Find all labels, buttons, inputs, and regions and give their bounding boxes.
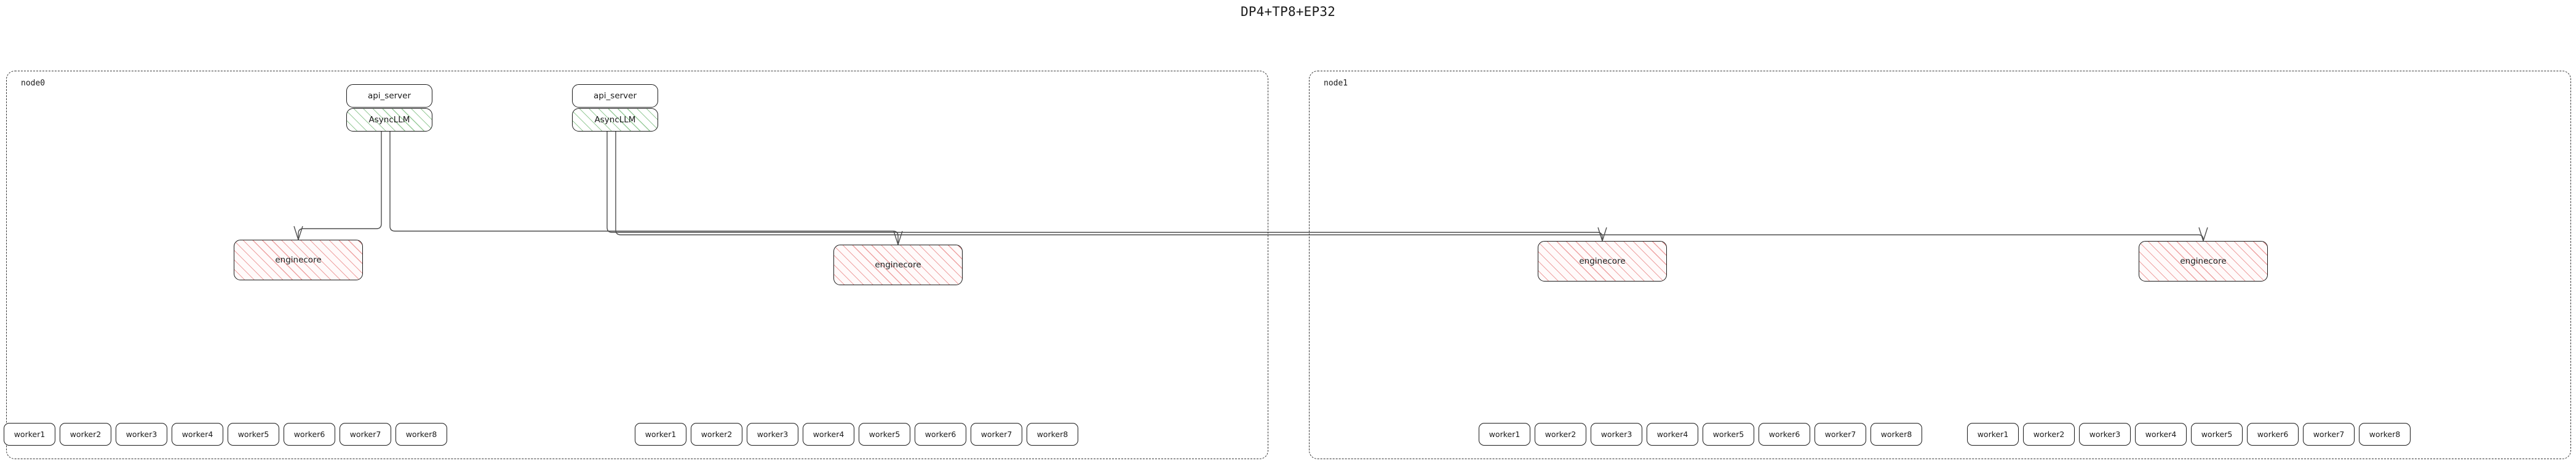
enginecore-box-0-0[interactable]: enginecore: [234, 240, 363, 280]
worker-box-0-0-5-label: worker6: [293, 430, 325, 439]
worker-box-0-0-1[interactable]: worker2: [60, 423, 111, 446]
api-server-box-0-0-label: api_server: [367, 91, 411, 101]
worker-box-0-1-2-label: worker3: [757, 430, 789, 439]
enginecore-box-0-1[interactable]: enginecore: [833, 245, 963, 285]
api-server-box-0-0[interactable]: api_server: [346, 84, 432, 108]
enginecore-box-0-0-label: enginecore: [275, 255, 322, 265]
enginecore-box-1-0[interactable]: enginecore: [1538, 241, 1667, 282]
worker-box-1-0-1[interactable]: worker2: [1535, 423, 1586, 446]
worker-box-1-1-1[interactable]: worker2: [2023, 423, 2075, 446]
worker-box-1-0-4-label: worker5: [1712, 430, 1744, 439]
node-label-node0: node0: [21, 79, 46, 88]
worker-box-1-0-0[interactable]: worker1: [1479, 423, 1530, 446]
worker-box-1-0-7-label: worker8: [1880, 430, 1912, 439]
worker-box-1-0-7[interactable]: worker8: [1870, 423, 1922, 446]
worker-box-1-0-5-label: worker6: [1768, 430, 1800, 439]
worker-box-1-0-2-label: worker3: [1600, 430, 1632, 439]
worker-box-1-0-1-label: worker2: [1544, 430, 1576, 439]
worker-box-1-1-3-label: worker4: [2145, 430, 2177, 439]
worker-box-0-1-0[interactable]: worker1: [635, 423, 686, 446]
worker-box-1-1-4-label: worker5: [2201, 430, 2233, 439]
worker-box-1-0-3-label: worker4: [1656, 430, 1688, 439]
worker-box-0-1-5[interactable]: worker6: [915, 423, 966, 446]
worker-box-0-0-3[interactable]: worker4: [172, 423, 223, 446]
worker-box-0-0-4-label: worker5: [237, 430, 269, 439]
async-llm-box-0-0-label: AsyncLLM: [368, 115, 410, 125]
worker-box-1-0-0-label: worker1: [1489, 430, 1521, 439]
worker-box-1-1-6[interactable]: worker7: [2303, 423, 2355, 446]
api-server-box-0-1-label: api_server: [593, 91, 637, 101]
worker-box-1-1-0-label: worker1: [1977, 430, 2009, 439]
node-label-node1: node1: [1324, 79, 1348, 88]
worker-box-1-1-2[interactable]: worker3: [2079, 423, 2131, 446]
worker-box-1-0-4[interactable]: worker5: [1703, 423, 1754, 446]
worker-box-1-0-5[interactable]: worker6: [1759, 423, 1810, 446]
worker-box-1-1-5[interactable]: worker6: [2247, 423, 2299, 446]
enginecore-box-1-1[interactable]: enginecore: [2139, 241, 2268, 282]
worker-box-1-0-2[interactable]: worker3: [1591, 423, 1642, 446]
worker-box-0-0-7[interactable]: worker8: [396, 423, 447, 446]
worker-box-0-0-1-label: worker2: [70, 430, 101, 439]
worker-box-1-1-7-label: worker8: [2369, 430, 2401, 439]
worker-box-0-1-1-label: worker2: [701, 430, 733, 439]
worker-box-0-1-6-label: worker7: [980, 430, 1012, 439]
worker-box-1-1-6-label: worker7: [2313, 430, 2345, 439]
worker-box-0-1-7[interactable]: worker8: [1027, 423, 1078, 446]
worker-box-1-1-1-label: worker2: [2033, 430, 2065, 439]
worker-box-0-0-6-label: worker7: [349, 430, 381, 439]
node-group-node1: [1309, 71, 2571, 459]
async-llm-box-0-1[interactable]: AsyncLLM: [572, 108, 658, 132]
worker-box-0-0-2[interactable]: worker3: [116, 423, 167, 446]
worker-box-0-1-5-label: worker6: [924, 430, 956, 439]
worker-box-1-1-7[interactable]: worker8: [2359, 423, 2411, 446]
worker-box-0-1-2[interactable]: worker3: [747, 423, 798, 446]
worker-box-0-1-3[interactable]: worker4: [803, 423, 854, 446]
worker-box-1-1-2-label: worker3: [2089, 430, 2121, 439]
worker-box-0-0-2-label: worker3: [125, 430, 157, 439]
worker-box-0-0-7-label: worker8: [405, 430, 437, 439]
worker-box-1-1-5-label: worker6: [2257, 430, 2289, 439]
worker-box-0-1-4-label: worker5: [869, 430, 900, 439]
worker-box-0-1-7-label: worker8: [1036, 430, 1068, 439]
worker-box-0-0-0-label: worker1: [14, 430, 46, 439]
enginecore-box-1-0-label: enginecore: [1579, 256, 1626, 266]
worker-box-0-0-6[interactable]: worker7: [340, 423, 391, 446]
worker-box-1-1-4[interactable]: worker5: [2191, 423, 2243, 446]
worker-box-0-0-5[interactable]: worker6: [284, 423, 335, 446]
worker-box-1-0-6[interactable]: worker7: [1815, 423, 1866, 446]
enginecore-box-0-1-label: enginecore: [875, 260, 921, 270]
worker-box-0-1-4[interactable]: worker5: [859, 423, 910, 446]
page-title: DP4+TP8+EP32: [1240, 4, 1336, 19]
async-llm-box-0-0[interactable]: AsyncLLM: [346, 108, 432, 132]
worker-box-0-1-3-label: worker4: [813, 430, 845, 439]
node-group-node0: [6, 71, 1268, 459]
worker-box-1-0-3[interactable]: worker4: [1647, 423, 1698, 446]
worker-box-0-1-0-label: worker1: [645, 430, 677, 439]
async-llm-box-0-1-label: AsyncLLM: [594, 115, 636, 125]
worker-box-1-1-0[interactable]: worker1: [1967, 423, 2019, 446]
enginecore-box-1-1-label: enginecore: [2180, 256, 2227, 266]
worker-box-1-0-6-label: worker7: [1824, 430, 1856, 439]
worker-box-0-0-0[interactable]: worker1: [4, 423, 55, 446]
worker-box-0-1-6[interactable]: worker7: [971, 423, 1022, 446]
worker-box-0-0-3-label: worker4: [181, 430, 213, 439]
worker-box-0-1-1[interactable]: worker2: [691, 423, 742, 446]
worker-box-0-0-4[interactable]: worker5: [228, 423, 279, 446]
worker-box-1-1-3[interactable]: worker4: [2135, 423, 2187, 446]
api-server-box-0-1[interactable]: api_server: [572, 84, 658, 108]
